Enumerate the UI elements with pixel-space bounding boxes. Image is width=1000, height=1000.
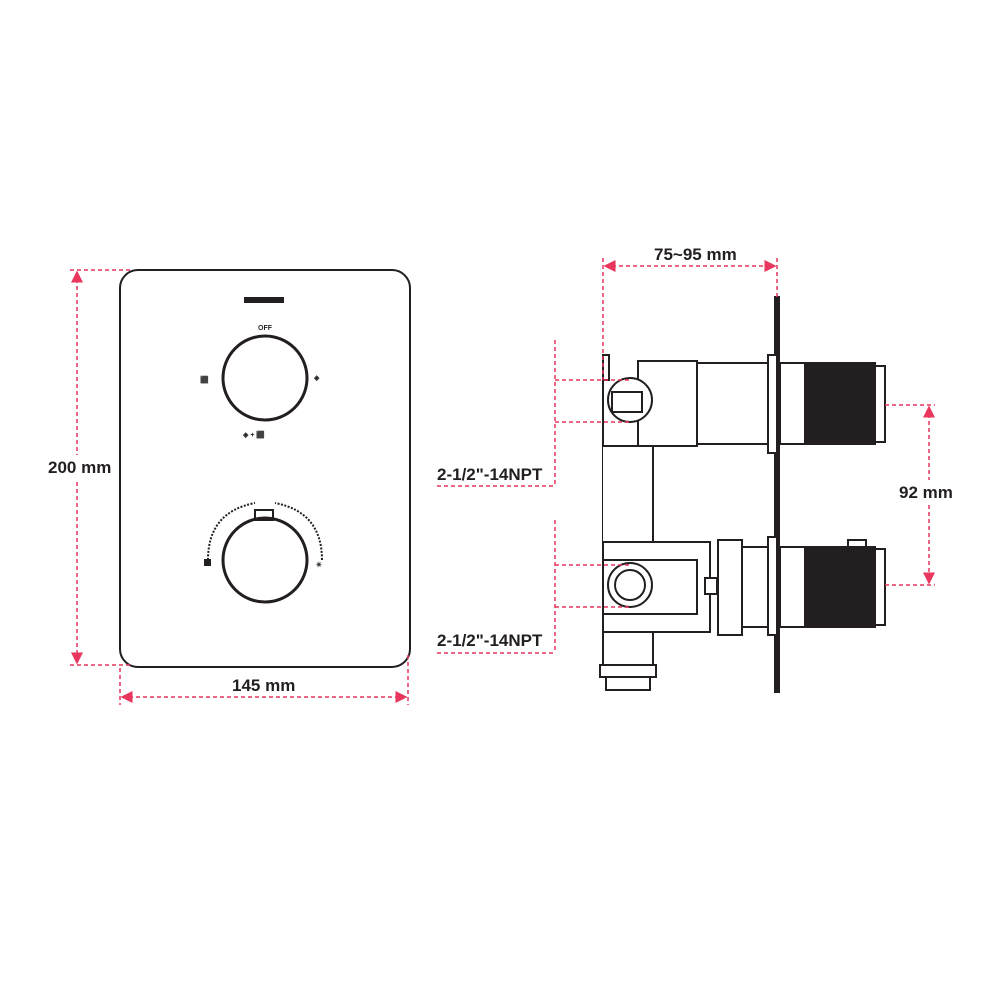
spacing-label: 92 mm: [899, 483, 953, 502]
diverter-knob: [221, 334, 309, 422]
temperature-arc-right: [274, 502, 323, 561]
both-outlets-icon: ◈ + ⬛: [242, 430, 265, 439]
upper-port-label: 2-1/2"-14NPT: [437, 465, 543, 484]
width-label: 145 mm: [232, 676, 295, 695]
lower-port-label: 2-1/2"-14NPT: [437, 631, 543, 650]
depth-label: 75~95 mm: [654, 245, 737, 264]
lower-handle: [779, 546, 806, 628]
side-view: [599, 296, 886, 693]
brand-logo: [244, 297, 284, 303]
upper-handle-grip: [804, 362, 876, 445]
front-view: ✳ OFF ⬛ ◈ ◈ + ⬛: [119, 269, 411, 668]
temperature-knob: [221, 516, 309, 604]
faceplate: [119, 269, 411, 668]
temperature-indicator: [254, 509, 274, 521]
lower-handle-grip: [804, 546, 876, 628]
temperature-arc-left: [207, 502, 256, 561]
handshower-icon: ◈: [313, 375, 320, 382]
front-dimensions: [70, 269, 409, 705]
cold-mark-icon: [204, 559, 211, 566]
diverter-off-label: OFF: [258, 325, 273, 332]
height-label: 200 mm: [48, 458, 111, 477]
upper-handle: [779, 362, 806, 445]
hot-mark-icon: ✳: [316, 561, 322, 569]
shower-icon: ⬛: [200, 375, 209, 384]
bottom-nut: [599, 664, 657, 678]
